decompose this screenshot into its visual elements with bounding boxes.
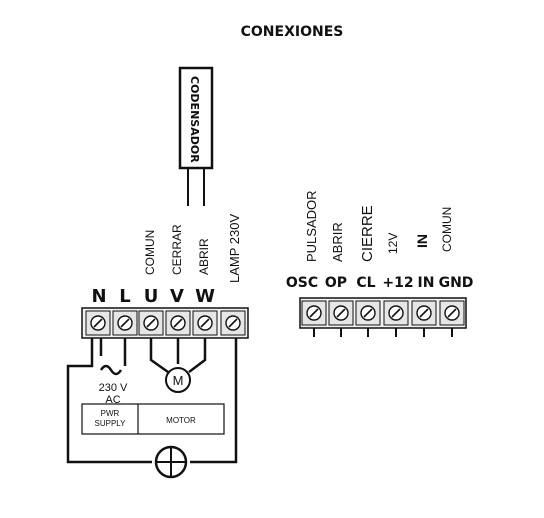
code-in: IN <box>418 275 435 291</box>
letter-w: W <box>195 286 215 307</box>
pwr-label: PWR <box>101 409 120 418</box>
code-gnd: GND <box>439 275 474 291</box>
left-terminal-3 <box>138 310 164 336</box>
left-wiring <box>66 338 238 464</box>
letter-v: V <box>170 286 184 307</box>
lamp-symbol <box>154 445 188 479</box>
capacitor-label: CODENSADOR <box>188 76 201 163</box>
code-op: OP <box>325 275 347 291</box>
code-cl: CL <box>356 275 375 291</box>
left-terminal-block <box>81 307 249 339</box>
label-abrir: ABRIR <box>197 238 211 275</box>
right-terminal-1 <box>301 300 327 337</box>
page-title: CONEXIONES <box>241 24 344 40</box>
label-abrir-right: ABRIR <box>330 222 345 262</box>
label-pulsador: PULSADOR <box>304 190 319 262</box>
label-comun-right: COMUN <box>440 207 454 252</box>
left-terminal-4 <box>165 310 191 336</box>
right-terminal-block <box>299 297 467 337</box>
left-terminal-1 <box>85 310 111 336</box>
label-comun: COMUN <box>143 230 157 275</box>
letter-l: L <box>119 286 130 307</box>
code-plus12: +12 <box>382 275 413 291</box>
letter-u: U <box>144 286 159 307</box>
label-12v: 12V <box>386 233 400 254</box>
right-terminal-4 <box>383 300 409 337</box>
label-lamp: LAMP 230V <box>227 214 242 283</box>
function-box: PWR SUPPLY MOTOR <box>81 403 225 435</box>
right-terminal-5 <box>411 300 437 337</box>
label-in: IN <box>414 234 430 248</box>
left-terminal-6 <box>220 310 246 336</box>
right-terminal-2 <box>328 300 354 337</box>
motor-box-label: MOTOR <box>166 416 196 425</box>
right-terminal-3 <box>355 300 381 337</box>
label-cierre: CIERRE <box>359 205 376 262</box>
supply-ac-label: AC <box>105 394 120 406</box>
letter-n: N <box>91 286 106 307</box>
capacitor: CODENSADOR <box>178 66 214 206</box>
supply-label: SUPPLY <box>95 419 127 428</box>
right-terminal-6 <box>439 300 465 337</box>
motor-letter: M <box>173 373 184 388</box>
left-terminal-5 <box>192 310 218 336</box>
motor-symbol: M <box>165 367 191 393</box>
code-osc: OSC <box>286 275 318 291</box>
left-terminal-2 <box>112 310 138 336</box>
supply-voltage-label: 230 V <box>99 382 128 394</box>
label-cerrar: CERRAR <box>170 224 184 275</box>
